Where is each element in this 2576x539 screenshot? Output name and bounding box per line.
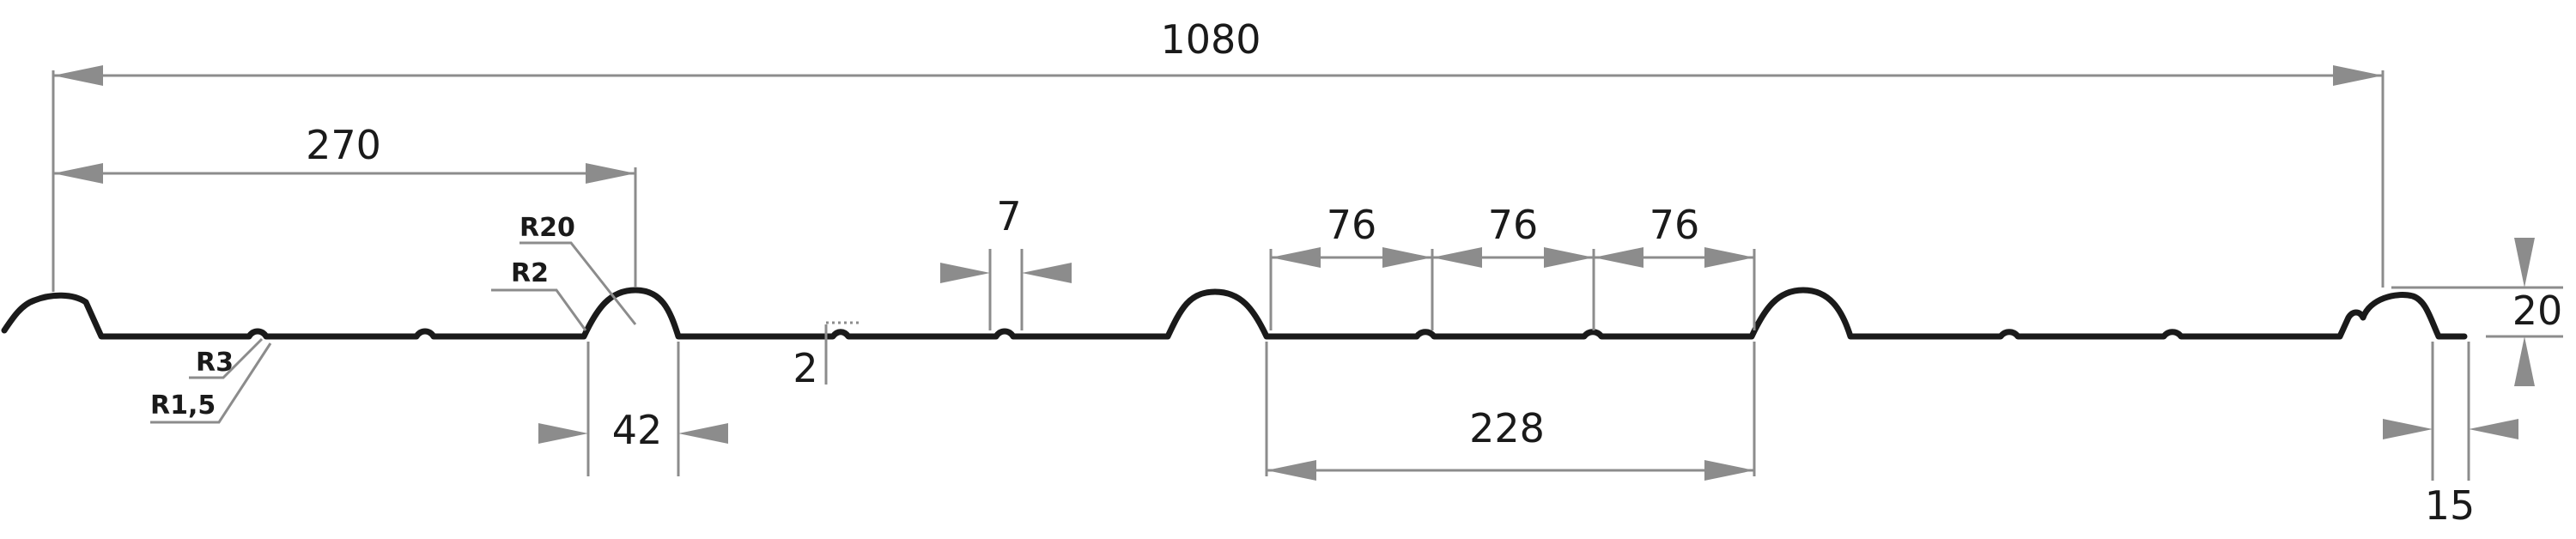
leader-r1-5 [150,342,272,424]
arrow-1080-left [53,65,103,86]
arrow-20-top [2514,238,2535,288]
arrow-7-left [940,263,990,283]
arrow-76-2-right [1544,247,1594,268]
dim-text-15: 15 [2425,482,2476,529]
arrow-228-right [1704,460,1754,481]
arrow-76-3-left [1594,247,1643,268]
dim-text-7: 7 [996,193,1021,239]
dim-text-20: 20 [2512,288,2563,334]
arrow-15-right [2469,419,2518,439]
arrow-20-bottom [2514,336,2535,386]
arrow-15-left [2383,419,2433,439]
dim-text-228: 228 [1469,405,1545,451]
dim-text-42: 42 [612,407,663,453]
dim-text-76-1: 76 [1327,202,1377,248]
arrow-1080-right [2333,65,2383,86]
leader-r2 [491,288,587,331]
arrow-76-3-right [1704,247,1754,268]
arrow-270-right [586,163,635,184]
dim-text-1080: 1080 [1160,16,1261,63]
arrow-42-right [678,423,728,444]
arrow-42-left [538,423,588,444]
arrow-76-1-left [1271,247,1321,268]
sheet-profile [1,287,2468,340]
arrow-76-2-left [1432,247,1482,268]
leader-r3 [189,337,264,379]
arrow-76-1-right [1382,247,1432,268]
arrow-228-left [1267,460,1316,481]
arrow-7-right [1022,263,1072,283]
arrow-270-left [53,163,103,184]
label-r2: R2 [511,258,549,288]
label-r1-5: R1,5 [150,391,216,421]
leader-r20 [519,241,637,325]
label-r3: R3 [196,348,234,378]
dim-text-270: 270 [306,122,381,168]
dim-text-76-2: 76 [1488,202,1539,248]
label-r20: R20 [519,213,575,243]
dim-text-2: 2 [793,345,817,391]
dim-text-76-3: 76 [1649,202,1700,248]
